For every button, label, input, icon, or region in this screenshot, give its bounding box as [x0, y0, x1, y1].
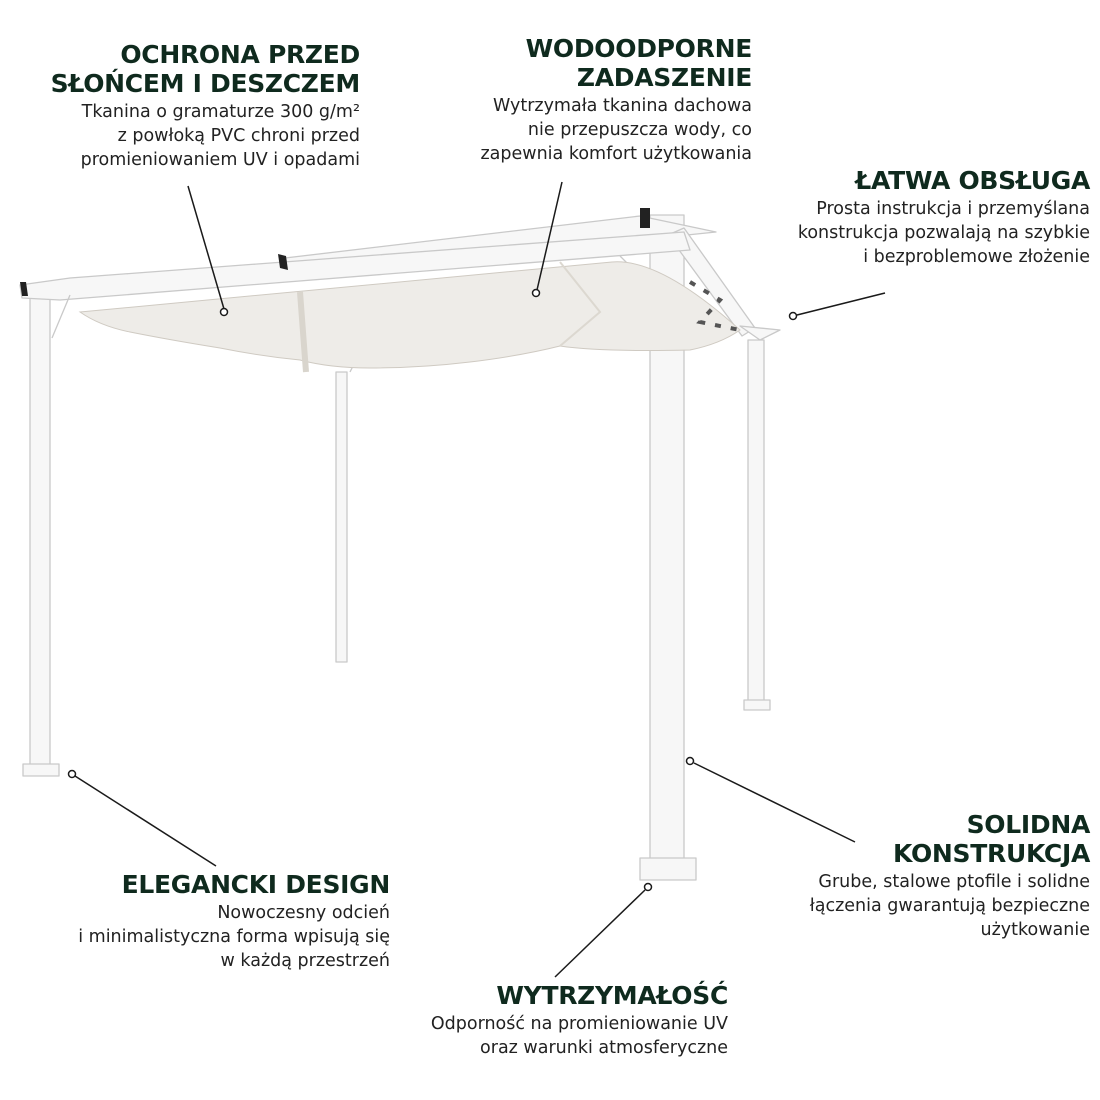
callout-easy-use-title: ŁATWA OBSŁUGA — [855, 166, 1090, 195]
callout-elegant: ELEGANCKI DESIGN Nowoczesny odcień i min… — [10, 870, 390, 973]
callout-sun-rain: OCHRONA PRZED SŁOŃCEM I DESZCZEM Tkanina… — [0, 40, 361, 172]
callout-waterproof-title: WODOODPORNE ZADASZENIE — [525, 34, 753, 92]
leader-lines — [67, 181, 886, 978]
back-right-post — [747, 339, 765, 709]
callout-durability-title: WYTRZYMAŁOŚĆ — [496, 981, 728, 1010]
callout-solid-desc: Grube, stalowe ptofile i solidne łączeni… — [809, 872, 1090, 940]
callout-elegant-desc: Nowoczesny odcień i minimalistyczna form… — [78, 903, 390, 971]
callout-durability: WYTRZYMAŁOŚĆ Odporność na promieniowanie… — [348, 981, 728, 1060]
back-middle-post — [335, 371, 348, 663]
callout-easy-use-desc: Prosta instrukcja i przemyślana konstruk… — [797, 199, 1090, 267]
elegant-dot — [67, 769, 77, 779]
front-left-post — [29, 289, 51, 771]
callout-waterproof: WODOODPORNE ZADASZENIE Wytrzymała tkanin… — [372, 34, 752, 166]
sun-rain-dot — [219, 307, 229, 317]
waterproof-dot — [531, 288, 541, 298]
callout-waterproof-desc: Wytrzymała tkanina dachowa nie przepuszc… — [480, 96, 752, 164]
callout-easy-use: ŁATWA OBSŁUGA Prosta instrukcja i przemy… — [710, 166, 1090, 269]
durability-dot — [643, 882, 653, 892]
callout-durability-desc: Odporność na promieniowanie UV oraz waru… — [430, 1014, 728, 1058]
callout-elegant-title: ELEGANCKI DESIGN — [121, 870, 391, 899]
callout-sun-rain-desc: Tkanina o gramaturze 300 g/m² z powłoką … — [80, 102, 360, 170]
easy-use-dot — [788, 311, 798, 321]
callout-solid-title: SOLIDNA KONSTRUKCJA — [893, 810, 1090, 868]
callout-sun-rain-title: OCHRONA PRZED SŁOŃCEM I DESZCZEM — [50, 40, 361, 98]
beam-end-caps — [20, 208, 650, 296]
callout-solid: SOLIDNA KONSTRUKCJA Grube, stalowe ptofi… — [710, 810, 1091, 942]
canopy-fabric — [78, 261, 741, 373]
solid-dot — [685, 756, 695, 766]
front-beam — [19, 231, 691, 301]
